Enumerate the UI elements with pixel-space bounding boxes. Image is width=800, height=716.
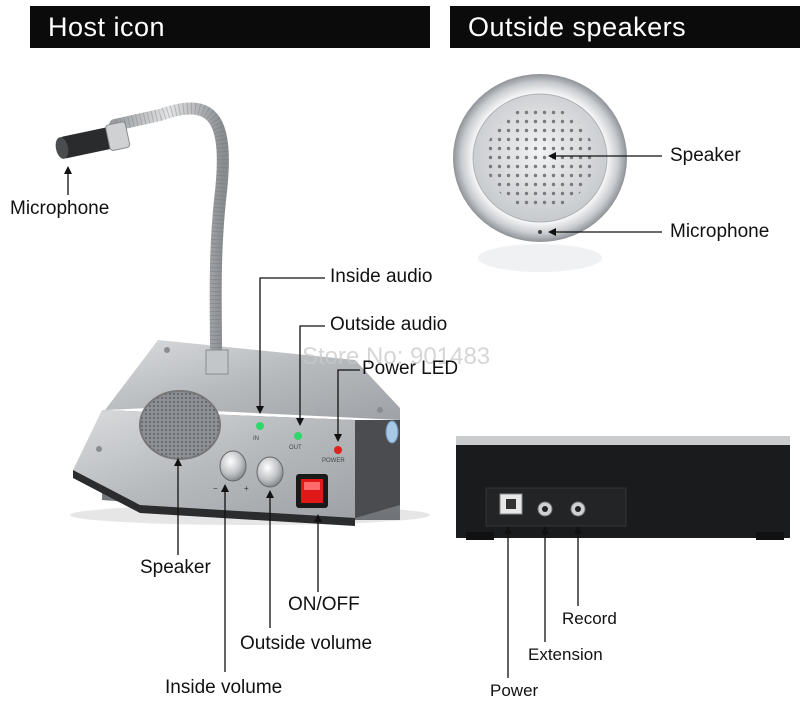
label-on-off: ON/OFF <box>288 594 360 615</box>
label-back-power: Power <box>490 681 539 700</box>
host-side <box>355 420 400 518</box>
inside-audio-led <box>256 422 264 430</box>
label-outside-audio: Outside audio <box>330 314 448 335</box>
host-unit: IN OUT POWER − + <box>55 102 430 526</box>
label-inside-volume: Inside volume <box>165 677 283 698</box>
outside-volume-knob <box>256 456 284 488</box>
back-panel-unit <box>456 436 790 540</box>
store-watermark: Store No: 901483 <box>302 343 491 370</box>
svg-text:+: + <box>244 484 249 493</box>
host-speaker-grille <box>139 390 221 460</box>
outside-mic-hole <box>538 230 542 234</box>
gooseneck <box>109 102 229 366</box>
label-power-led: Power LED <box>362 358 459 379</box>
out-mark: OUT <box>289 445 302 451</box>
label-outside-speaker: Speaker <box>670 145 741 166</box>
label-host-microphone: Microphone <box>10 198 110 219</box>
in-mark: IN <box>253 436 259 442</box>
power-mark: POWER <box>322 458 345 464</box>
inside-volume-knob <box>219 450 247 482</box>
label-outside-microphone: Microphone <box>670 221 770 242</box>
power-led <box>334 446 342 454</box>
label-record: Record <box>562 609 617 628</box>
outside-speakers-banner: Outside speakers <box>450 6 800 48</box>
pointer-lines <box>64 152 662 678</box>
outside-speaker <box>453 74 627 272</box>
outside-audio-led <box>294 432 302 440</box>
label-inside-audio: Inside audio <box>330 266 433 287</box>
label-host-speaker: Speaker <box>140 557 211 578</box>
label-extension: Extension <box>528 645 603 664</box>
svg-text:−: − <box>213 484 218 493</box>
label-outside-volume: Outside volume <box>240 633 373 654</box>
outside-speaker-grille <box>486 106 594 210</box>
host-microphone <box>55 121 131 159</box>
host-icon-banner: Host icon <box>30 6 430 48</box>
